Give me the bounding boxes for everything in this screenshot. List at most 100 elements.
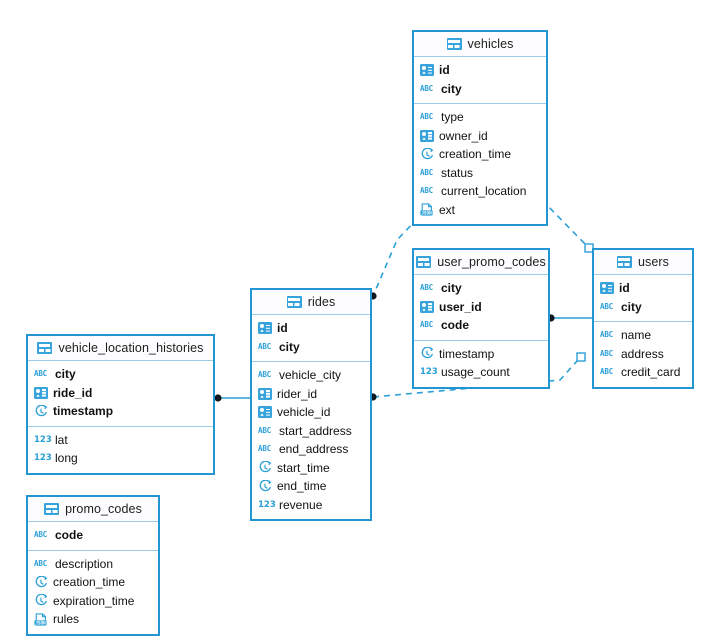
column-row-timestamp[interactable]: timestamp — [414, 345, 548, 364]
abc-text-icon: ABC — [258, 370, 271, 380]
abc-text-icon: ABC — [600, 348, 613, 358]
column-row-start_time[interactable]: start_time — [252, 459, 370, 478]
abc-text-icon: ABC — [600, 301, 613, 311]
column-name: code — [55, 528, 84, 543]
column-name: start_time — [277, 460, 330, 475]
table-title: vehicle_location_histories — [58, 341, 204, 355]
column-row-id[interactable]: id — [594, 279, 692, 298]
table-header-vehicle_location_histories[interactable]: vehicle_location_histories — [28, 336, 213, 361]
column-row-creation_time[interactable]: creation_time — [28, 573, 158, 592]
column-row-owner_id[interactable]: owner_id — [414, 127, 546, 146]
column-name: city — [441, 81, 462, 96]
relationship-user_promo_codes-users — [547, 314, 592, 322]
column-row-end_time[interactable]: end_time — [252, 477, 370, 496]
table-grid-icon — [416, 256, 432, 268]
contact-card-icon — [420, 300, 434, 313]
column-name: timestamp — [53, 404, 114, 419]
table-header-promo_codes[interactable]: promo_codes — [28, 497, 158, 522]
column-row-city[interactable]: ABC city — [594, 298, 692, 317]
column-row-creation_time[interactable]: creation_time — [414, 145, 546, 164]
column-name: rider_id — [277, 386, 318, 401]
abc-text-icon: ABC — [420, 112, 433, 122]
table-grid-icon — [37, 342, 53, 354]
primary-key-section: ABC city ride_id timestamp — [28, 361, 213, 427]
svg-text:JSON: JSON — [35, 620, 46, 626]
column-name: vehicle_city — [279, 368, 342, 383]
relationship-line — [541, 199, 587, 246]
column-name: city — [441, 281, 462, 296]
svg-text:JSON: JSON — [421, 211, 432, 217]
table-header-rides[interactable]: rides — [252, 290, 370, 315]
abc-text-icon: ABC — [420, 167, 433, 177]
clock-icon — [258, 461, 272, 474]
column-row-ride_id[interactable]: ride_id — [28, 384, 213, 403]
column-name: end_address — [279, 442, 349, 457]
column-name: lat — [55, 432, 68, 447]
column-row-id[interactable]: id — [414, 61, 546, 80]
123-number-icon: 123 — [34, 453, 52, 464]
clock-icon — [258, 479, 272, 493]
table-header-vehicles[interactable]: vehicles — [414, 32, 546, 57]
column-name: city — [55, 367, 76, 382]
column-name: creation_time — [53, 575, 126, 590]
column-name: expiration_time — [53, 593, 135, 608]
column-row-user_id[interactable]: user_id — [414, 298, 548, 317]
table-title: user_promo_codes — [437, 255, 546, 269]
column-row-id[interactable]: id — [252, 319, 370, 338]
column-row-rider_id[interactable]: rider_id — [252, 385, 370, 404]
column-name: creation_time — [439, 147, 512, 162]
table-grid-icon — [446, 38, 462, 50]
column-row-vehicle_id[interactable]: vehicle_id — [252, 403, 370, 422]
table-grid-icon — [616, 256, 632, 268]
column-row-status[interactable]: ABC status — [414, 164, 546, 183]
column-row-expiration_time[interactable]: expiration_time — [28, 592, 158, 611]
column-name: id — [277, 321, 288, 336]
table-header-user_promo_codes[interactable]: user_promo_codes — [414, 250, 548, 275]
column-name: status — [441, 165, 474, 180]
column-name: usage_count — [441, 365, 510, 380]
table-title: rides — [307, 295, 336, 309]
column-name: timestamp — [439, 346, 495, 361]
column-row-vehicle_city[interactable]: ABC vehicle_city — [252, 366, 370, 385]
column-row-city[interactable]: ABC city — [28, 365, 213, 384]
column-row-timestamp[interactable]: timestamp — [28, 402, 213, 421]
column-name: ride_id — [53, 385, 93, 400]
column-name: city — [621, 299, 642, 314]
table-header-users[interactable]: users — [594, 250, 692, 275]
table-title: vehicles — [467, 37, 514, 51]
column-name: description — [55, 556, 114, 571]
abc-text-icon: ABC — [34, 369, 47, 379]
contact-card-icon — [34, 386, 48, 399]
column-name: user_id — [439, 299, 482, 314]
